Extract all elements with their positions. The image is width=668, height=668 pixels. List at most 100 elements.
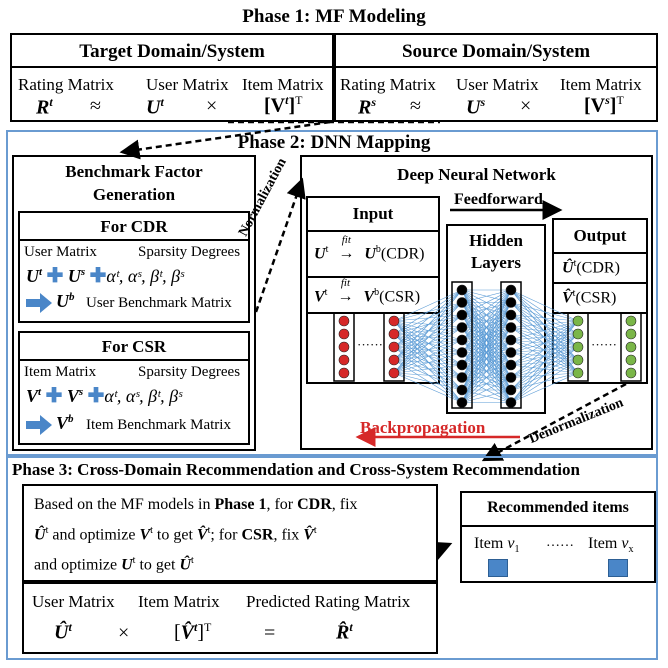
approx-symbol: ≈ <box>90 95 101 117</box>
source-domain-title: Source Domain/System <box>401 41 591 62</box>
hidden-node <box>505 359 517 371</box>
user-benchmark-label: User Benchmark Matrix <box>86 295 232 311</box>
hidden-column-b <box>500 281 522 409</box>
csr-sparsity-label: Sparsity Degrees <box>138 364 241 380</box>
source-user-label: User Matrix <box>456 75 539 94</box>
phase3-frame <box>6 456 658 660</box>
input-node <box>388 341 400 353</box>
input-node <box>338 341 350 353</box>
eq-equals: = <box>264 622 276 644</box>
phase3-title: Phase 3: Cross-Domain Recommendation and… <box>12 460 580 479</box>
hidden-node <box>456 309 468 321</box>
cdr-box: For CDR User Matrix Sparsity Degrees Ut … <box>18 211 250 323</box>
network-edge <box>461 302 512 403</box>
source-rating-label: Rating Matrix <box>340 75 436 94</box>
benchmark-box: Benchmark Factor Generation For CDR User… <box>12 155 256 451</box>
divider <box>554 312 646 314</box>
network-edge <box>393 314 463 374</box>
right-arrow-icon <box>26 415 52 440</box>
item-x-square <box>608 559 628 577</box>
phase3-description: Based on the MF models in Phase 1, for C… <box>34 496 358 574</box>
eq-pred-label: Predicted Rating Matrix <box>246 592 411 611</box>
input-node <box>388 315 400 327</box>
network-edge <box>393 372 463 378</box>
cdr-formula: Ut ✚ Us ✚αᵗ, αˢ, βᵗ, βˢ <box>26 265 184 287</box>
network-edge <box>461 289 512 328</box>
hidden-node <box>505 334 517 346</box>
recommended-item-x: Item vx <box>588 535 634 556</box>
network-edge <box>510 320 579 341</box>
target-rating-label: Rating Matrix <box>18 75 114 94</box>
hidden-column-a <box>451 281 473 409</box>
feedforward-label: Feedforward <box>454 191 543 208</box>
output-node <box>572 328 584 340</box>
target-rating-matrix: Rt <box>36 95 53 119</box>
target-item-matrix: [Vt]T <box>264 93 303 117</box>
divider <box>20 359 248 361</box>
eq-item-matrix: [V̂t]T <box>174 620 212 644</box>
output-cdr: Ût(CDR) <box>562 258 620 277</box>
right-arrow-icon <box>26 293 52 318</box>
recommended-title: Recommended items <box>487 499 629 516</box>
hidden-node <box>505 384 517 396</box>
source-item-matrix: [Vs]T <box>584 93 624 117</box>
network-edge <box>461 289 512 341</box>
divider <box>308 312 438 314</box>
output-node <box>625 315 637 327</box>
times-symbol: × <box>520 95 532 117</box>
cdr-title: For CDR <box>100 217 168 236</box>
output-node <box>572 341 584 353</box>
network-edge <box>393 302 463 374</box>
recommended-items-box: Recommended items Item v1 …… Item vx <box>460 491 656 583</box>
network-edge <box>461 289 512 303</box>
hidden-node <box>456 372 468 383</box>
approx-symbol: ≈ <box>410 95 421 117</box>
output-node <box>625 328 637 340</box>
backpropagation-label: Backpropagation <box>360 418 486 437</box>
divider <box>12 66 332 68</box>
hidden-node <box>456 322 468 333</box>
output-node <box>572 367 584 379</box>
hidden-node <box>456 334 468 346</box>
divider <box>308 276 438 278</box>
network-edge <box>510 333 579 403</box>
network-edge <box>393 289 463 335</box>
eq-rating-matrix: R̂t <box>336 620 353 644</box>
user-benchmark-matrix: Ub <box>56 291 75 311</box>
network-edge <box>510 320 579 328</box>
network-edge <box>393 289 463 348</box>
input-node <box>388 354 400 366</box>
hidden-node <box>456 397 468 408</box>
hidden-node <box>505 397 517 408</box>
hidden-node <box>505 322 517 333</box>
input-ellipsis: ······ <box>357 337 383 352</box>
divider <box>462 525 654 527</box>
target-item-label: Item Matrix <box>242 75 324 94</box>
hidden-title-line1: Hidden <box>469 231 523 250</box>
input-node <box>338 315 350 327</box>
network-edge <box>510 314 579 322</box>
network-edge <box>461 289 512 391</box>
item-benchmark-label: Item Benchmark Matrix <box>86 417 231 433</box>
network-edge <box>393 339 463 374</box>
normalization-arrow <box>254 177 306 313</box>
hidden-title-line2: Layers <box>470 253 522 272</box>
target-user-matrix: Ut <box>146 95 164 119</box>
output-node <box>625 354 637 366</box>
network-nodes <box>338 284 637 408</box>
network-edge <box>393 289 463 374</box>
network-edge <box>510 359 579 403</box>
hidden-node <box>456 297 468 308</box>
network-edge <box>510 320 579 391</box>
phase3-equation-box: User Matrix Item Matrix Predicted Rating… <box>22 582 438 654</box>
network-edges <box>393 289 579 403</box>
eq-user-label: User Matrix <box>32 592 115 611</box>
csr-item-matrix-label: Item Matrix <box>24 364 97 380</box>
input-column-b <box>383 312 405 382</box>
csr-formula: Vt ✚ Vs ✚αᵗ, αˢ, βᵗ, βˢ <box>26 385 182 407</box>
recommended-ellipsis: …… <box>546 535 574 550</box>
eq-user-matrix: Ût <box>54 620 72 644</box>
hidden-node <box>456 347 468 358</box>
input-node <box>338 367 350 379</box>
network-edge <box>461 389 512 403</box>
